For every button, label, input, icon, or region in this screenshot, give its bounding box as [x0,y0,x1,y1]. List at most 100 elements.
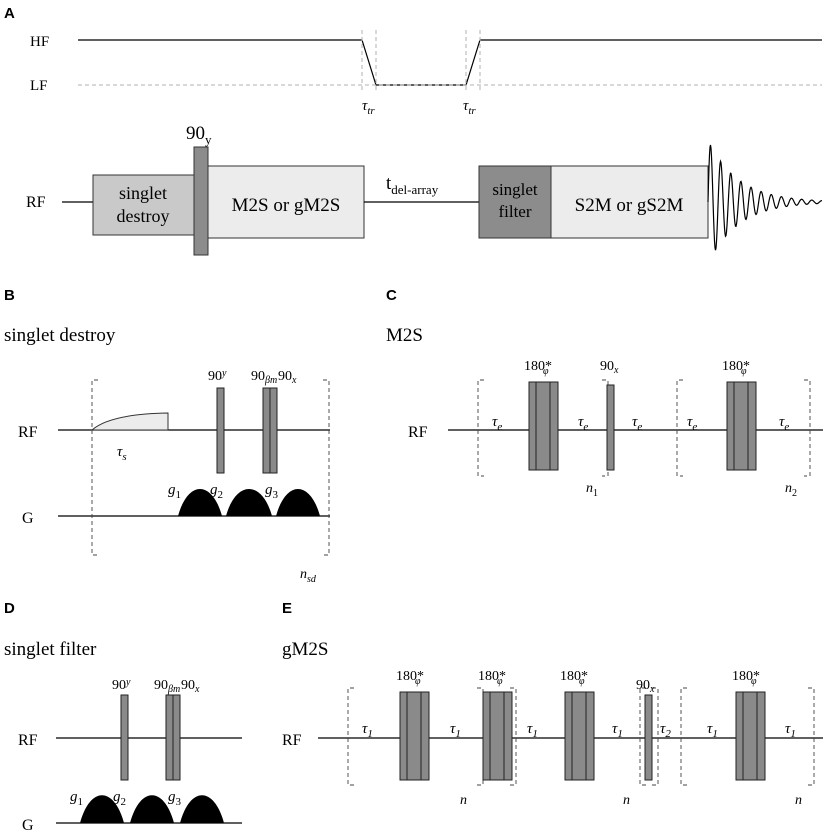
panel-c-letter: C [386,287,397,304]
tau-tr-2: τtr [463,98,476,117]
panel-b-title: singlet destroy [4,325,116,346]
bracket-left-e1 [347,687,354,786]
tau-tr-1: τtr [362,98,375,117]
composite-180-c1 [528,381,559,471]
p180-c1-label: 180*φ [524,359,552,377]
pulse-90beta-d [165,694,174,781]
panel-e-title: gM2S [282,639,328,660]
panel-b-letter: B [4,287,15,304]
pulse-90beta-b [262,387,271,474]
composite-180-e2 [482,691,513,781]
spin-lock-shape [90,412,169,431]
pulse-90x-c [606,384,615,471]
pulse-90beta-b-label: 90βm [251,369,277,386]
pulse-90x-d [172,694,181,781]
gradient-g2-b [226,489,272,516]
singlet-filter-label-2: filter [498,202,531,221]
bracket-right-e1 [477,687,484,786]
tau-e-c5: τe [779,414,789,433]
g3-label-d: g3 [168,789,182,808]
field-trace [78,39,822,86]
s2m-box-label: S2M or gS2M [575,195,684,216]
bracket-right-e1b [510,687,517,786]
g-label-d: G [22,817,34,833]
gradient-g3-b [276,489,320,516]
hf-label: HF [30,34,49,50]
rf-label-a: RF [26,194,46,211]
panel-b: B singlet destroy RF G τs 90y 90βm 90x g… [4,287,330,585]
panel-a-letter: A [4,5,15,22]
panel-c-title: M2S [386,325,423,346]
g3-label-b: g3 [265,482,279,501]
pulse-90x-d-label: 90x [181,678,200,695]
g1-label-b: g1 [168,482,181,501]
composite-180-e1 [399,691,430,781]
tau-2-e: τ2 [660,721,671,740]
panel-d: D singlet filter RF G 90y 90βm 90x g1 g2… [4,600,242,833]
pulse-90x-e [644,694,653,781]
rf-label-c: RF [408,424,428,441]
pulse-90x-b-label: 90x [278,369,297,386]
tau-e-c1: τe [492,414,502,433]
pulse-90x-c-label: 90x [600,359,619,376]
tau-1-e3: τ1 [527,721,538,740]
bracket-right-c2 [804,379,811,477]
tau-1-e6: τ1 [785,721,796,740]
rf-label-d: RF [18,732,38,749]
pulse-90y-a-label: 90y [186,123,212,147]
g2-label-d: g2 [113,789,126,808]
singlet-filter-label-1: singlet [492,180,538,199]
s2m-box [550,165,709,239]
panel-a: A HF LF τtr τtr RF singlet destroy M2S o… [4,5,823,256]
tau-s: τs [117,444,127,463]
gradient-g2-d [130,795,174,823]
gradient-g3-d [180,795,224,823]
n-label-e3: n [795,793,802,808]
p180-c2-label: 180*φ [722,359,750,377]
bracket-left-c1 [477,379,484,477]
singlet-destroy-box [92,174,195,236]
g-label-b: G [22,510,34,527]
pulse-90y-b-label: 90y [208,368,227,384]
n-label-e1: n [460,793,467,808]
lf-label: LF [30,78,48,94]
t-del-array: tdel-array [386,173,439,197]
n2-label: n2 [785,481,797,499]
n-sd-label: nsd [300,567,317,585]
panel-d-letter: D [4,600,15,617]
bracket-right-e2 [652,687,659,786]
bracket-right-e3 [808,687,815,786]
g1-label-d: g1 [70,789,83,808]
bracket-left-c2 [676,379,683,477]
panel-e-letter: E [282,600,292,617]
tau-e-c4: τe [687,414,697,433]
pulse-90x-e-label: 90x [636,678,655,695]
n1-label: n1 [586,481,598,499]
composite-180-e3 [564,691,595,781]
gradient-g1-d [80,795,124,823]
bracket-left-e2 [639,687,646,786]
singlet-destroy-label-2: destroy [117,206,170,226]
p180-e3-label: 180*φ [560,669,588,687]
bracket-left-b [91,379,98,556]
n-label-e2: n [623,793,630,808]
gradient-g1-b [178,489,222,516]
pulse-90y-d-label: 90y [112,677,131,693]
bracket-right-b [323,379,330,556]
pulse-90y-d [120,694,129,781]
tau-1-e5: τ1 [707,721,718,740]
rf-label-b: RF [18,424,38,441]
pulse-90y-a [193,146,209,256]
singlet-filter-box [478,165,552,239]
rf-label-e: RF [282,732,302,749]
tau-e-c3: τe [632,414,642,433]
composite-180-e4 [735,691,766,781]
p180-e4-label: 180*φ [732,669,760,687]
panel-c: C M2S RF τe τe τe τe τe 180*φ 90x 180*φ … [386,287,823,499]
pulse-90y-b [216,387,225,474]
bracket-left-e3 [680,687,687,786]
tau-1-e1: τ1 [362,721,373,740]
pulse-90x-b [269,387,278,474]
fid-signal [707,144,823,251]
